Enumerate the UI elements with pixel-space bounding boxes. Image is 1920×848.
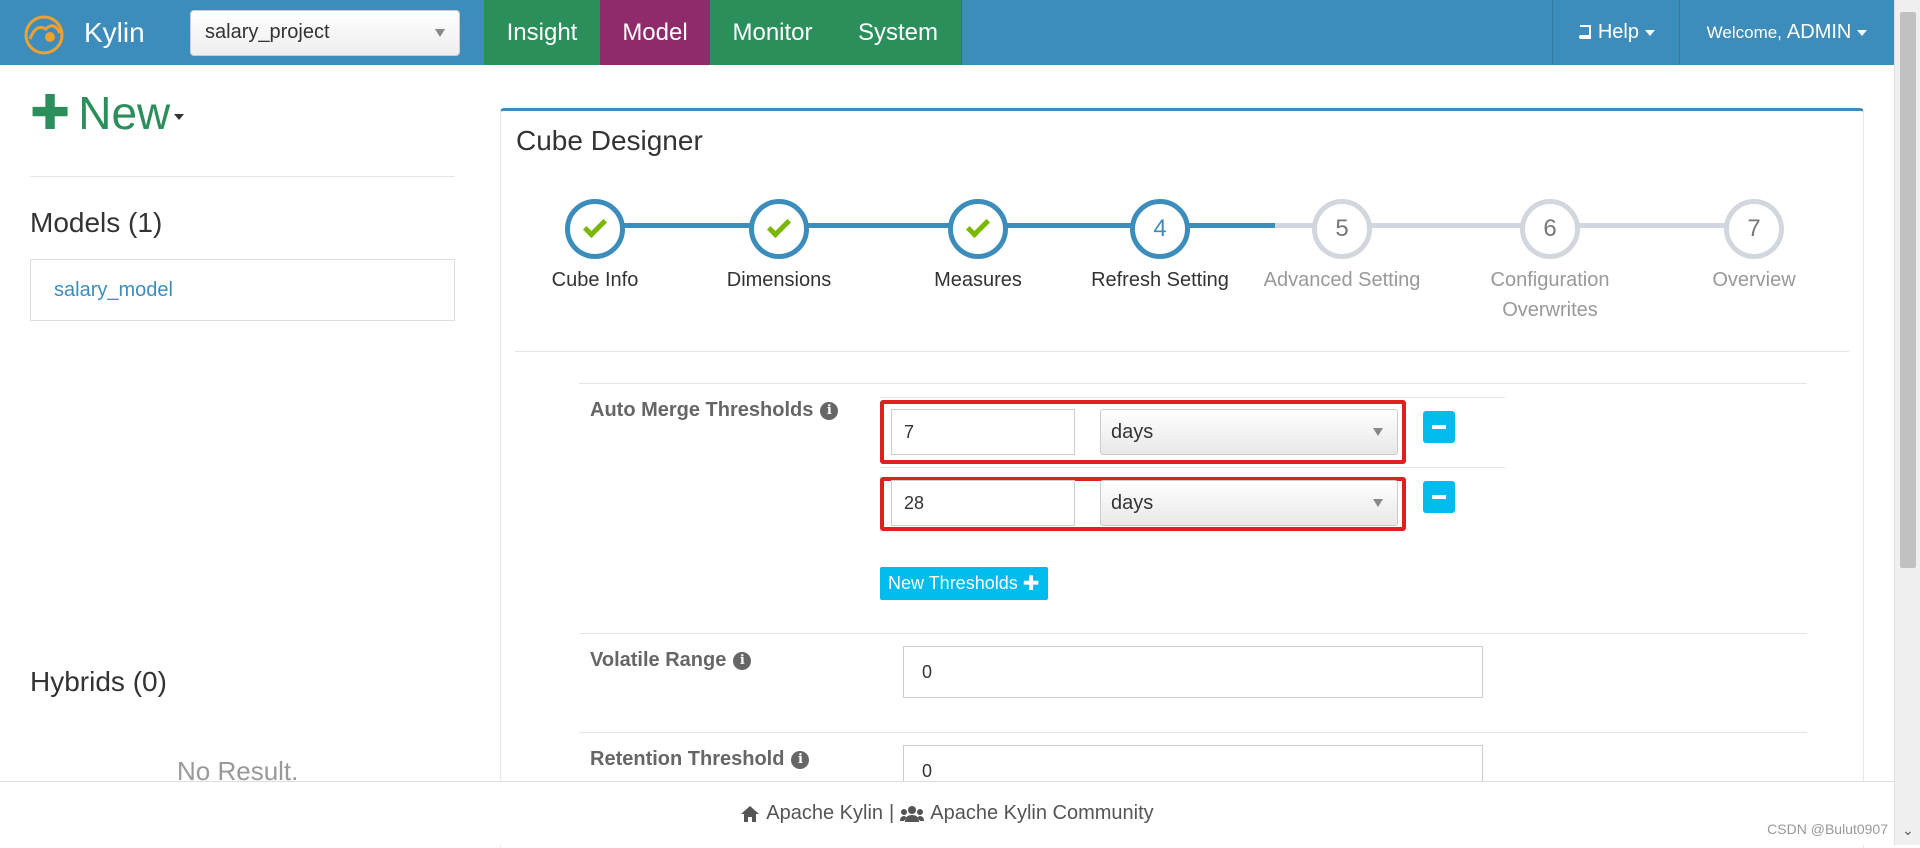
wizard-label-overview[interactable]: Overview	[1712, 269, 1796, 291]
footer-link-kylin[interactable]: Apache Kylin	[766, 802, 884, 824]
wizard-label-configuration-overwrites[interactable]: Configuration Overwrites	[1490, 269, 1610, 321]
threshold-unit-select[interactable]: days	[1100, 409, 1398, 455]
brand-name: Kylin	[84, 16, 145, 48]
remove-threshold-button[interactable]	[1423, 481, 1455, 513]
wizard-label-measures[interactable]: Measures	[934, 269, 1022, 291]
new-button[interactable]: ✚ New	[30, 87, 455, 140]
wizard-step-refresh-setting[interactable]: 4	[1130, 199, 1190, 259]
user-menu[interactable]: Welcome, ADMIN	[1679, 0, 1894, 65]
project-select-wrap: salary_project	[166, 0, 484, 65]
models-title: Models (1)	[30, 207, 163, 238]
check-icon	[965, 213, 991, 239]
cube-designer-panel: Cube Designer 4 5 6 7 Cube Info Dimensio…	[500, 108, 1864, 848]
new-thresholds-label: New Thresholds	[888, 573, 1018, 593]
chevron-down-icon	[1645, 29, 1655, 36]
divider	[880, 467, 1505, 468]
scrollbar-thumb[interactable]	[1900, 12, 1916, 568]
model-item-label[interactable]: salary_model	[54, 278, 173, 301]
new-label: New	[78, 87, 171, 139]
nav-right: Help Welcome, ADMIN	[1551, 0, 1894, 65]
highlight-box	[880, 400, 1406, 464]
threshold-unit-value: days	[1111, 420, 1154, 443]
check-icon	[582, 213, 608, 239]
wizard-step-advanced-setting[interactable]: 5	[1312, 199, 1372, 259]
wizard-step-cube-info[interactable]	[565, 199, 625, 259]
wizard-label-refresh-setting[interactable]: Refresh Setting	[1091, 269, 1229, 291]
minus-icon	[1432, 425, 1446, 429]
info-icon[interactable]: i	[733, 651, 752, 670]
top-navbar: Kylin salary_project Insight Model Monit…	[0, 0, 1894, 65]
chevron-down-icon	[435, 28, 445, 37]
remove-threshold-button[interactable]	[1423, 411, 1455, 443]
help-label: Help	[1597, 21, 1639, 43]
chevron-down-icon	[1373, 499, 1383, 507]
wizard-label-dimensions[interactable]: Dimensions	[726, 269, 832, 291]
divider	[579, 383, 1807, 384]
step-number: 5	[1335, 215, 1349, 242]
info-icon[interactable]: i	[820, 401, 839, 420]
vertical-scrollbar[interactable]: ⌄	[1894, 0, 1920, 845]
divider	[515, 351, 1849, 352]
volatile-range-label-text: Volatile Range	[590, 649, 727, 671]
plus-icon: ✚	[30, 87, 71, 140]
wizard-label-advanced-setting[interactable]: Advanced Setting	[1263, 269, 1421, 291]
footer-link-community[interactable]: Apache Kylin Community	[930, 802, 1154, 824]
threshold-value-input[interactable]: 28	[891, 480, 1075, 526]
home-icon	[741, 805, 760, 822]
main-tabs: Insight Model Monitor System	[484, 0, 962, 65]
project-select-value: salary_project	[205, 21, 330, 43]
user-name: ADMIN	[1786, 21, 1852, 43]
plus-icon: ✚	[1022, 573, 1040, 595]
new-thresholds-button[interactable]: New Thresholds ✚	[880, 567, 1048, 600]
model-item-salary-model[interactable]: salary_model	[30, 259, 455, 321]
info-icon[interactable]: i	[791, 750, 810, 769]
divider	[880, 397, 1505, 398]
step-number: 4	[1153, 215, 1167, 242]
project-select[interactable]: salary_project	[190, 9, 460, 56]
tab-system[interactable]: System	[835, 0, 962, 65]
wizard-progress-line	[595, 223, 1275, 228]
check-icon	[766, 213, 792, 239]
volatile-range-label: Volatile Range i	[590, 649, 752, 672]
threshold-value-input[interactable]: 7	[891, 409, 1075, 455]
auto-merge-label: Auto Merge Thresholds i	[590, 399, 839, 422]
users-icon	[900, 805, 925, 822]
watermark: CSDN @Bulut0907	[1767, 821, 1888, 837]
left-sidebar: ✚ New Models (1) salary_model	[30, 87, 455, 321]
brand[interactable]: Kylin	[0, 0, 166, 65]
minus-icon	[1432, 495, 1446, 499]
footer-separator: |	[889, 802, 895, 824]
step-number: 6	[1543, 215, 1557, 242]
wizard-label-cube-info[interactable]: Cube Info	[551, 269, 639, 291]
wizard-step-overview[interactable]: 7	[1724, 199, 1784, 259]
wizard-step-dimensions[interactable]	[749, 199, 809, 259]
divider	[579, 633, 1807, 634]
highlight-box	[880, 477, 1406, 531]
divider	[579, 732, 1807, 733]
volatile-range-input[interactable]: 0	[903, 646, 1483, 698]
tab-model[interactable]: Model	[600, 0, 710, 65]
chevron-down-icon	[1857, 29, 1868, 36]
threshold-unit-select[interactable]: days	[1100, 480, 1398, 526]
retention-threshold-label: Retention Threshold i	[590, 748, 810, 771]
chevron-down-icon	[1373, 428, 1383, 436]
chevron-down-icon	[174, 114, 185, 120]
tab-insight[interactable]: Insight	[484, 0, 600, 65]
help-menu[interactable]: Help	[1551, 0, 1679, 65]
welcome-label: Welcome,	[1706, 22, 1782, 42]
footer: Apache Kylin | Apache Kylin Community	[0, 781, 1894, 845]
kylin-logo-icon	[24, 15, 64, 54]
step-number: 7	[1747, 215, 1761, 242]
hybrids-title: Hybrids (0)	[30, 666, 167, 697]
auto-merge-label-text: Auto Merge Thresholds	[590, 399, 814, 421]
scroll-down-arrow-icon[interactable]: ⌄	[1902, 822, 1914, 838]
retention-threshold-label-text: Retention Threshold	[590, 748, 785, 770]
page-title: Cube Designer	[516, 125, 703, 156]
wizard-step-measures[interactable]	[948, 199, 1008, 259]
book-icon	[1578, 24, 1591, 39]
threshold-unit-value: days	[1111, 491, 1154, 514]
wizard-step-configuration-overwrites[interactable]: 6	[1520, 199, 1580, 259]
tab-monitor[interactable]: Monitor	[710, 0, 835, 65]
divider	[30, 176, 455, 177]
